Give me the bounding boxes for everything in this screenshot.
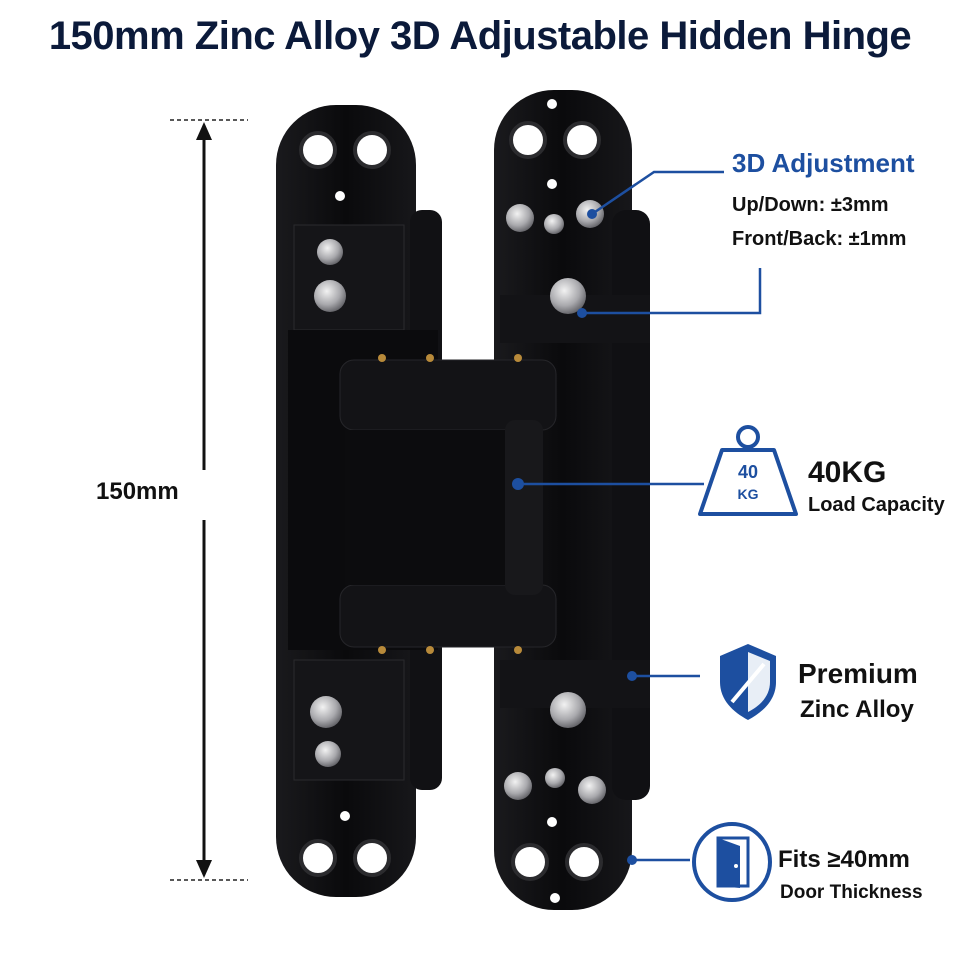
door-subtitle: Door Thickness [780,882,923,903]
adjustment-callout-lines [577,170,762,318]
material-subtitle: Zinc Alloy [800,696,914,723]
height-dimension-label: 150mm [96,478,179,505]
door-callout-line [627,855,690,865]
hinge-knuckle [339,354,557,654]
adjustment-front-back: Front/Back: ±1mm [732,228,907,250]
weight-icon-value: 40 [737,462,759,482]
material-title: Premium [798,658,918,689]
load-callout-line [512,478,704,490]
weight-icon [698,425,798,516]
adjustment-title: 3D Adjustment [732,148,915,178]
load-title: 40KG [808,456,887,489]
load-subtitle: Load Capacity [808,494,945,516]
door-icon [692,822,772,902]
shield-icon [720,644,776,720]
dimension-line [170,119,248,881]
door-title: Fits ≥40mm [778,846,910,873]
adjustment-up-down: Up/Down: ±3mm [732,194,889,216]
page-title: 150mm Zinc Alloy 3D Adjustable Hidden Hi… [48,14,912,58]
weight-icon-unit: KG [737,486,759,502]
material-callout-line [627,671,700,681]
right-hinge-plate [494,90,650,910]
